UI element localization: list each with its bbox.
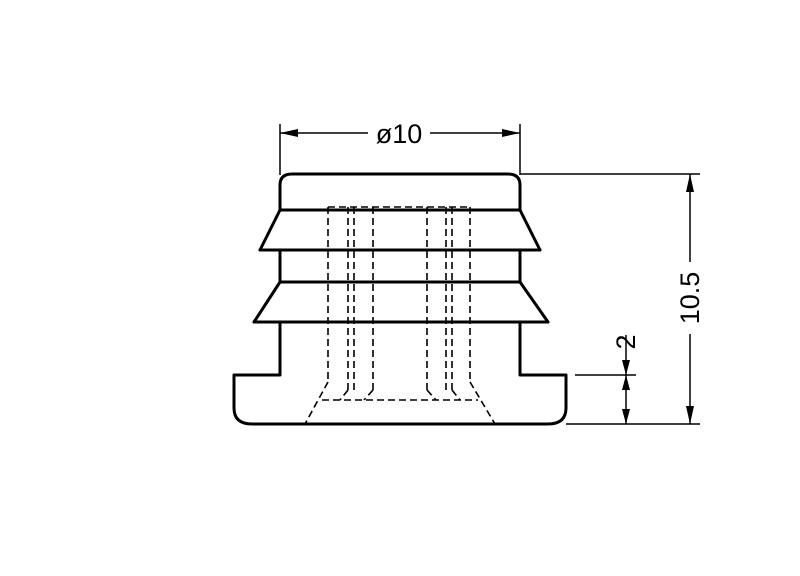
arrowhead-right bbox=[502, 129, 520, 137]
plug-outline bbox=[232, 172, 568, 426]
hidden-chamfer-left bbox=[304, 381, 329, 425]
height-dimension: 10.5 bbox=[520, 173, 705, 425]
hidden-foot-right-b bbox=[451, 389, 461, 401]
flange-arrowhead-bottom bbox=[622, 375, 630, 390]
plug-profile bbox=[232, 172, 568, 426]
flange-arrowhead-top bbox=[622, 360, 630, 375]
height-arrowhead-bottom bbox=[686, 406, 694, 424]
height-arrowhead-top bbox=[686, 174, 694, 192]
flange-dimension: 2 bbox=[575, 334, 641, 424]
height-label: 10.5 bbox=[675, 272, 705, 325]
flange-label: 2 bbox=[611, 334, 641, 349]
diameter-label: ø10 bbox=[376, 119, 423, 149]
hidden-chamfer-right bbox=[469, 381, 496, 425]
arrowhead-left bbox=[280, 129, 298, 137]
hidden-foot-left-a bbox=[339, 389, 349, 401]
hidden-foot-left-b bbox=[363, 389, 374, 401]
flange-arrowhead-base bbox=[622, 409, 630, 424]
hidden-lines bbox=[304, 206, 496, 425]
diameter-dimension: ø10 bbox=[279, 119, 521, 175]
hidden-foot-right-a bbox=[426, 389, 437, 401]
